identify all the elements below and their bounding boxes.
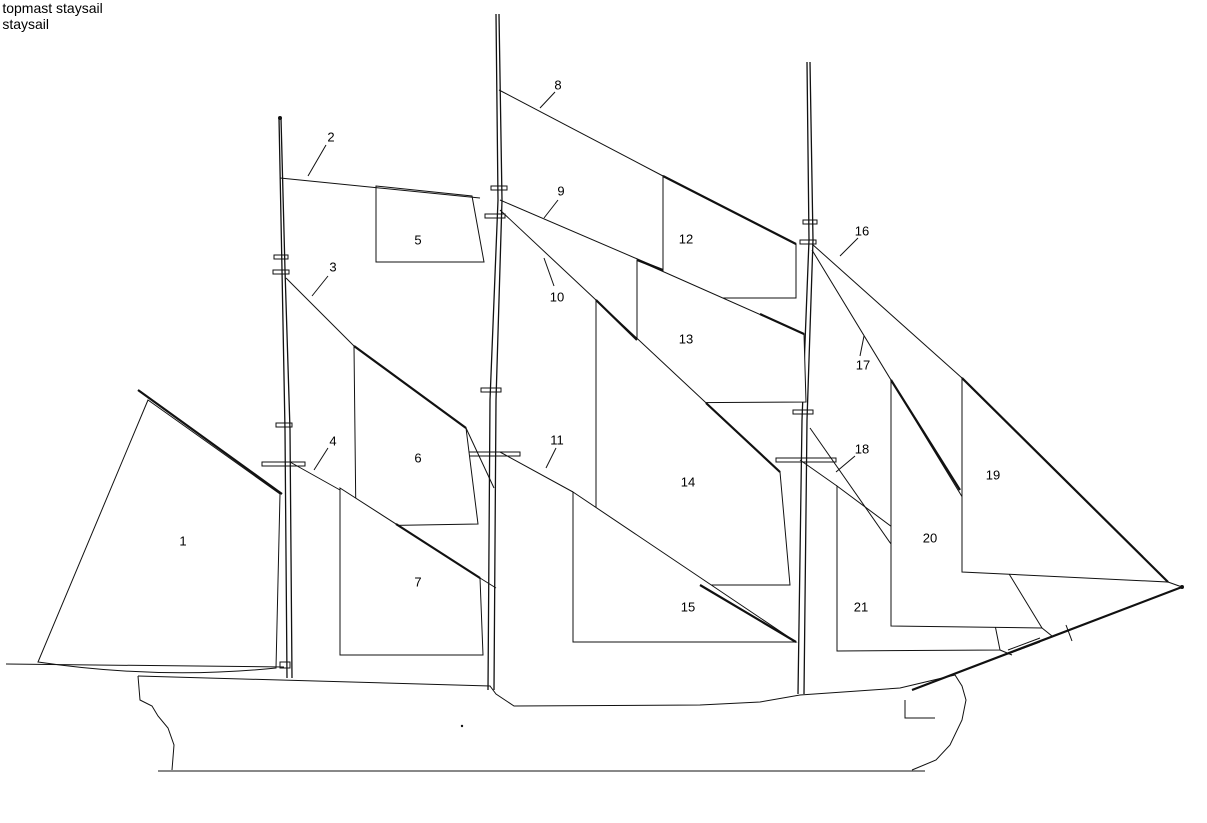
stay-10 xyxy=(499,209,597,301)
stay-3 xyxy=(285,277,355,347)
legend-line-1: re topmast staysail xyxy=(0,0,103,16)
sail-label-5: 5 xyxy=(414,232,421,247)
sail-1 xyxy=(5,389,285,674)
sail-14 xyxy=(595,298,791,586)
stay-11 xyxy=(499,451,574,493)
hull xyxy=(137,674,967,772)
sail-5 xyxy=(375,185,485,263)
stay-2 xyxy=(279,177,481,199)
sail-labels: 1 2 3 4 5 6 7 8 9 10 11 12 13 14 15 16 1… xyxy=(179,77,1000,614)
sail-label-11: 11 xyxy=(550,432,564,447)
sail-label-21: 21 xyxy=(854,599,868,614)
sail-label-2: 2 xyxy=(327,129,334,144)
stay-4 xyxy=(289,461,341,491)
sail-label-16: 16 xyxy=(855,223,869,238)
sail-19 xyxy=(961,376,1170,583)
sail-label-14: 14 xyxy=(681,474,695,489)
sail-label-4: 4 xyxy=(329,433,336,448)
sail-7 xyxy=(339,487,484,656)
sail-label-18: 18 xyxy=(855,441,869,456)
sail-12 xyxy=(662,175,797,299)
sail-label-3: 3 xyxy=(329,259,336,274)
sail-label-9: 9 xyxy=(557,183,564,198)
bowsprit xyxy=(911,585,1184,692)
stay-9 xyxy=(499,199,664,271)
stay-8 xyxy=(498,89,664,177)
fore-mast xyxy=(261,116,306,679)
stay-17 xyxy=(811,249,892,381)
sail-label-13: 13 xyxy=(679,331,693,346)
legend-line-2: re staysail xyxy=(0,16,50,32)
stay-16 xyxy=(811,243,963,379)
sail-6 xyxy=(353,345,479,527)
stays xyxy=(279,89,1183,656)
sail-label-15: 15 xyxy=(681,599,695,614)
sail-label-6: 6 xyxy=(414,450,421,465)
sail-label-20: 20 xyxy=(923,530,937,545)
legend: re topmast staysail re staysail xyxy=(0,0,103,32)
sail-label-19: 19 xyxy=(986,467,1000,482)
sail-label-17: 17 xyxy=(856,357,870,372)
leader-lines xyxy=(307,91,865,473)
sail-15 xyxy=(572,491,798,643)
stay-18 xyxy=(799,459,838,487)
sail-label-12: 12 xyxy=(679,231,693,246)
sail-label-8: 8 xyxy=(554,77,561,92)
sail-label-1: 1 xyxy=(179,533,186,548)
mizzen-mast xyxy=(775,61,837,695)
sail-label-7: 7 xyxy=(414,574,421,589)
sail-label-10: 10 xyxy=(550,289,564,304)
